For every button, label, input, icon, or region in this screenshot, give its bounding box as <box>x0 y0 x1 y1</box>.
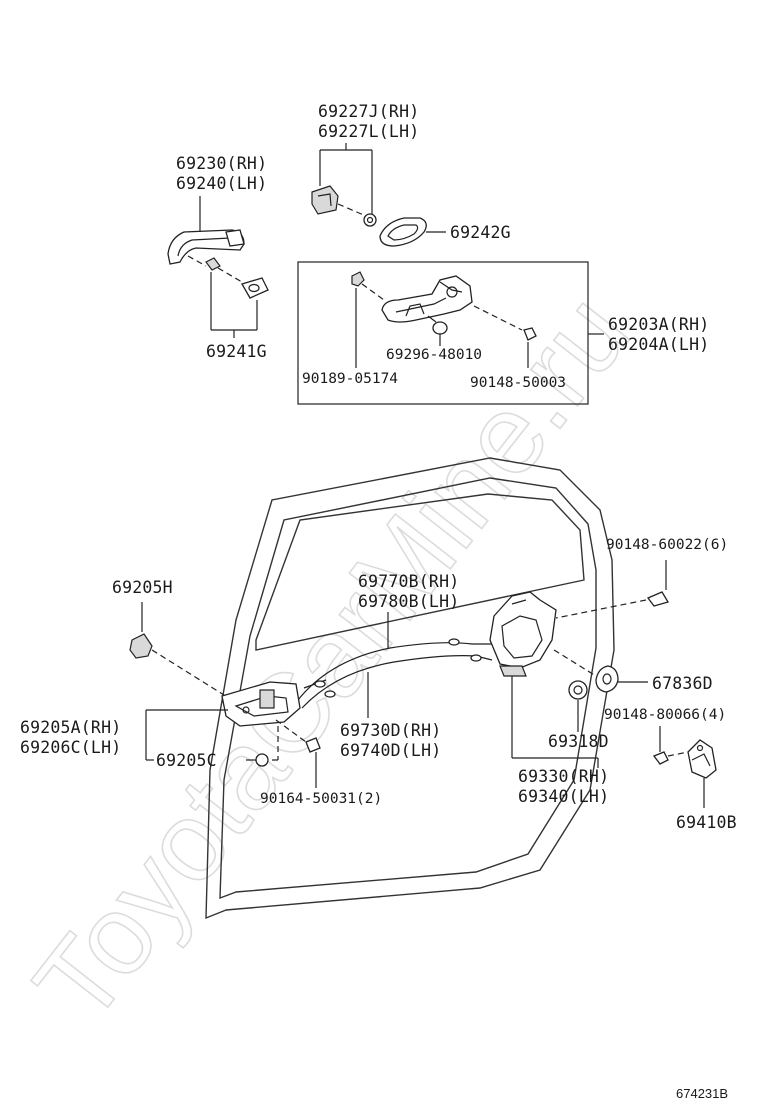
lock-cables <box>297 638 493 709</box>
door-outline <box>205 457 615 920</box>
label-69205a: 69205A(RH) <box>20 718 121 737</box>
label-69230: 69230(RH) <box>176 154 267 173</box>
label-69296: 69296-48010 <box>386 347 482 363</box>
handle-frame-part <box>381 275 473 323</box>
label-69204a: 69204A(LH) <box>608 335 709 354</box>
label-69340: 69340(LH) <box>518 787 609 806</box>
label-90189: 90189-05174 <box>302 371 398 387</box>
striker-69410b <box>687 739 717 779</box>
pin-69205c <box>246 753 269 767</box>
label-90164: 90164-50031(2) <box>260 791 382 807</box>
screw-90164 <box>275 719 321 788</box>
label-69730d: 69730D(RH) <box>340 721 441 740</box>
clip-69205h <box>129 633 153 659</box>
label-69241g: 69241G <box>206 342 267 361</box>
label-90148-80066: 90148-80066(4) <box>604 707 726 723</box>
bolt-69296 <box>427 315 448 335</box>
clip-90189 <box>351 271 365 287</box>
label-69740d: 69740D(LH) <box>340 741 441 760</box>
label-69242g: 69242G <box>450 223 511 242</box>
grommet-part <box>363 213 377 227</box>
boot-67836d <box>595 665 619 693</box>
label-69330: 69330(RH) <box>518 767 609 786</box>
leader-69330 <box>511 676 599 768</box>
handle-cap-part <box>311 185 339 215</box>
label-69770b: 69770B(RH) <box>358 572 459 591</box>
figure-id: 674231B <box>676 1086 728 1101</box>
label-69318d: 69318D <box>548 732 609 751</box>
clip-part <box>205 257 221 271</box>
cover-69318d <box>568 680 588 700</box>
label-69205c: 69205C <box>156 751 217 770</box>
label-67836d: 67836D <box>652 674 713 693</box>
leader-69241g <box>210 272 258 338</box>
outside-handle-part <box>167 229 245 265</box>
door-lock-part <box>489 591 557 677</box>
leader-69227 <box>319 143 373 214</box>
screw-90148-80066 <box>652 726 689 765</box>
label-69240: 69240(LH) <box>176 174 267 193</box>
inside-handle-part <box>221 681 301 727</box>
frame-assembly-box <box>297 261 589 405</box>
label-69203a: 69203A(RH) <box>608 315 709 334</box>
label-69227l: 69227L(LH) <box>318 122 419 141</box>
label-69410b: 69410B <box>676 813 737 832</box>
label-90148-60022: 90148-60022(6) <box>606 537 728 553</box>
label-90148-50003: 90148-50003 <box>470 375 566 391</box>
label-69206c: 69206C(LH) <box>20 738 121 757</box>
label-69227j: 69227J(RH) <box>318 102 419 121</box>
pad-69241g <box>241 277 269 299</box>
screw-90148-50003 <box>473 305 537 341</box>
screw-90148-60022 <box>555 560 669 619</box>
gasket-69242g <box>379 217 427 247</box>
label-69205h: 69205H <box>112 578 173 597</box>
label-69780b: 69780B(LH) <box>358 592 459 611</box>
